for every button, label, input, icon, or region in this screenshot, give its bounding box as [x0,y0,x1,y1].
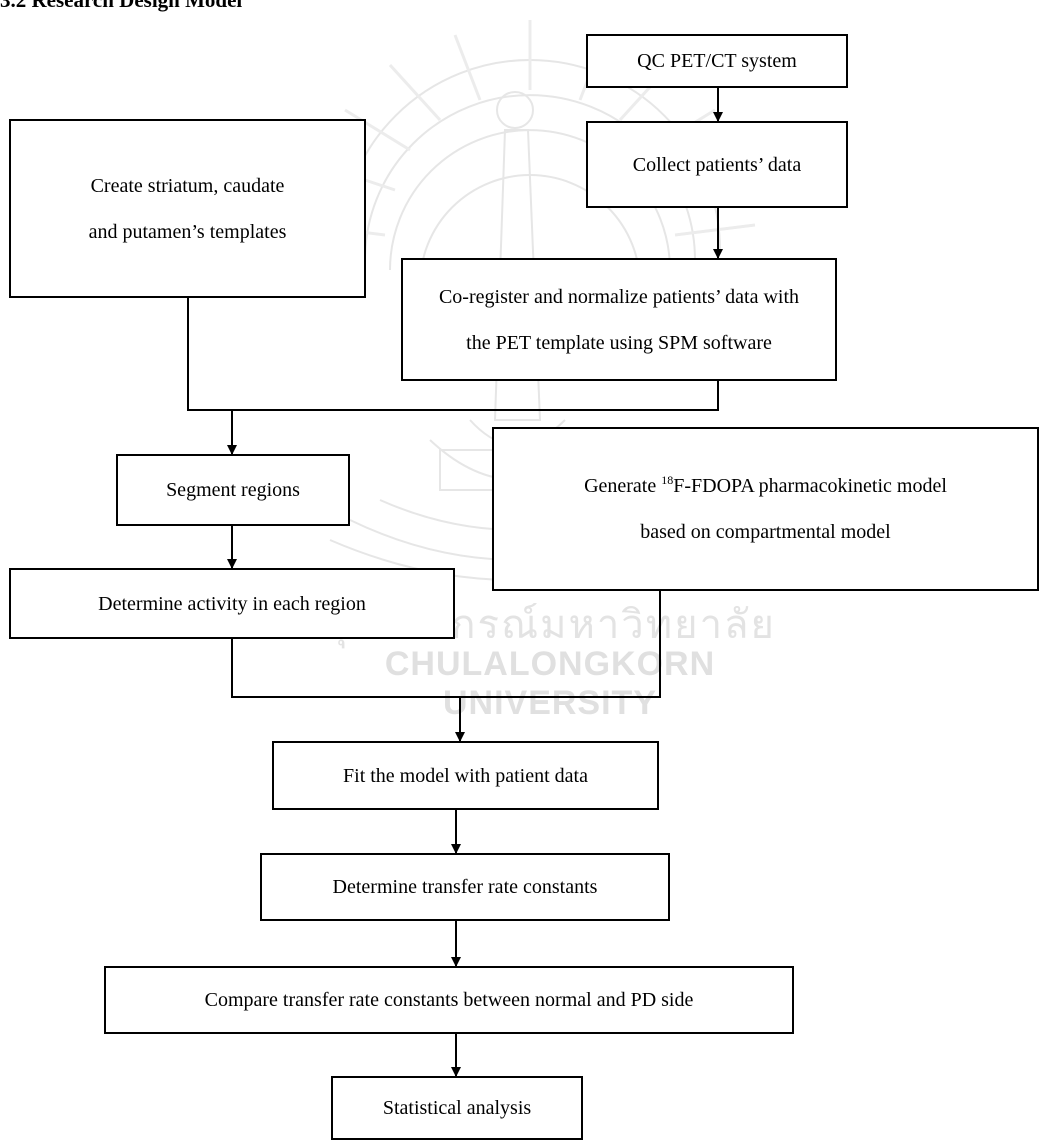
step-transfer-rate-constants: Determine transfer rate constants [260,853,670,921]
step-segment-regions: Segment regions [116,454,350,526]
page-title: 3.2 Research Design Model [0,0,243,12]
step-create-templates: Create striatum, caudate and putamen’s t… [9,119,366,298]
join-line [231,591,661,698]
step-statistical-analysis: Statistical analysis [331,1076,583,1140]
step-generate-model: Generate 18F-FDOPA pharmacokinetic model… [492,427,1039,591]
step-determine-activity: Determine activity in each region [9,568,455,639]
step-collect-data: Collect patients’ data [586,121,848,208]
step-coregister-normalize: Co-register and normalize patients’ data… [401,258,837,381]
step-fit-model: Fit the model with patient data [272,741,659,810]
merge-line [187,298,719,411]
step-qc-petct: QC PET/CT system [586,34,848,88]
step-compare-constants: Compare transfer rate constants between … [104,966,794,1034]
